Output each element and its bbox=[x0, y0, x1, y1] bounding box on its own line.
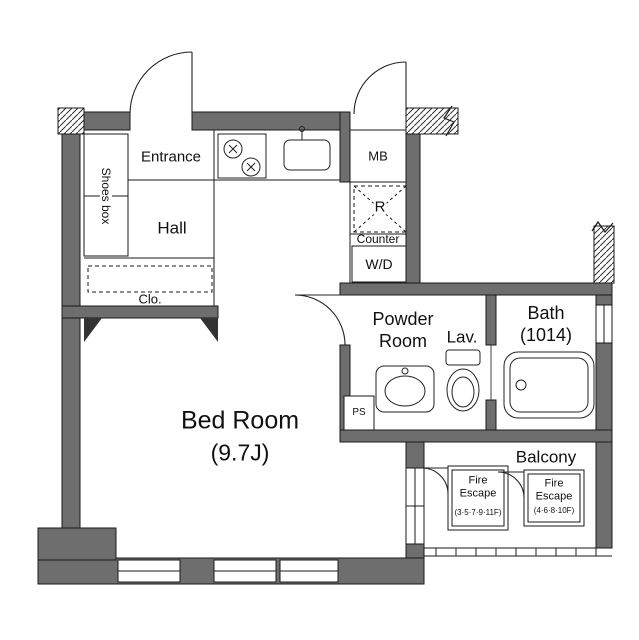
hall-label: Hall bbox=[157, 218, 187, 238]
balcony-label: Balcony bbox=[515, 447, 577, 467]
bath-label-line2: (1014) bbox=[519, 325, 573, 345]
windows bbox=[117, 304, 613, 583]
powder-room-label-line2: Room bbox=[378, 331, 428, 351]
meter-box-door-arc bbox=[353, 61, 407, 115]
powder-room-door-arc bbox=[294, 294, 346, 346]
walls bbox=[37, 111, 613, 585]
fixtures bbox=[217, 126, 595, 419]
lavatory-label: Lav. bbox=[446, 327, 478, 347]
closet-label: Clo. bbox=[138, 291, 162, 307]
sink-icon bbox=[283, 126, 331, 171]
fire-escape-left-label-line2: Escape bbox=[459, 487, 497, 500]
dashed-outlines bbox=[87, 185, 407, 293]
meter-box-outline bbox=[349, 129, 407, 183]
toilet-icon bbox=[445, 349, 481, 412]
entrance-label: Entrance bbox=[140, 148, 202, 166]
pipe-space-label: PS bbox=[352, 407, 366, 418]
fire-escape-right-arc bbox=[497, 471, 525, 499]
wall-break-marks bbox=[443, 105, 614, 233]
shoes-box-outline bbox=[83, 133, 129, 257]
fire-escape-left-arc bbox=[421, 467, 449, 495]
fire-escape-right-label-line1: Fire bbox=[544, 477, 564, 490]
closet-folding-doors bbox=[87, 265, 213, 293]
bathtub-icon bbox=[503, 351, 595, 419]
counter-label: Counter bbox=[356, 232, 400, 246]
powder-room-label-line1: Powder bbox=[372, 309, 434, 329]
fire-escape-right-floors: (4·6·8·10F) bbox=[533, 506, 575, 515]
washer-dryer-label: W/D bbox=[365, 256, 393, 272]
bedroom-label-line2: (9.7J) bbox=[210, 439, 270, 466]
fire-escape-left-label-line1: Fire bbox=[468, 474, 488, 487]
fire-escape-right-label-line2: Escape bbox=[535, 490, 573, 503]
closet-door-swing-marks bbox=[84, 318, 218, 342]
washbasin-icon bbox=[375, 365, 435, 413]
hatched-wall-stubs bbox=[57, 107, 615, 284]
stove-icon bbox=[217, 133, 267, 179]
pipe-space-box bbox=[343, 395, 375, 431]
kitchen-counter-outline bbox=[213, 129, 341, 181]
fire-escape-hatch-left-outline bbox=[447, 465, 509, 531]
bath-label-line1: Bath bbox=[527, 303, 565, 323]
door-arcs bbox=[129, 51, 525, 499]
partition-lines bbox=[83, 129, 612, 557]
washer-dryer-outline bbox=[351, 245, 407, 283]
bedroom-label-line1: Bed Room bbox=[180, 406, 300, 435]
refrigerator-label: R bbox=[373, 198, 387, 216]
entrance-door-arc bbox=[129, 51, 193, 115]
fire-escape-left-floors: (3·5·7·9·11F) bbox=[454, 508, 502, 517]
shoes-box-label: Shoes box bbox=[99, 166, 113, 226]
meter-box-label: MB bbox=[368, 148, 388, 164]
